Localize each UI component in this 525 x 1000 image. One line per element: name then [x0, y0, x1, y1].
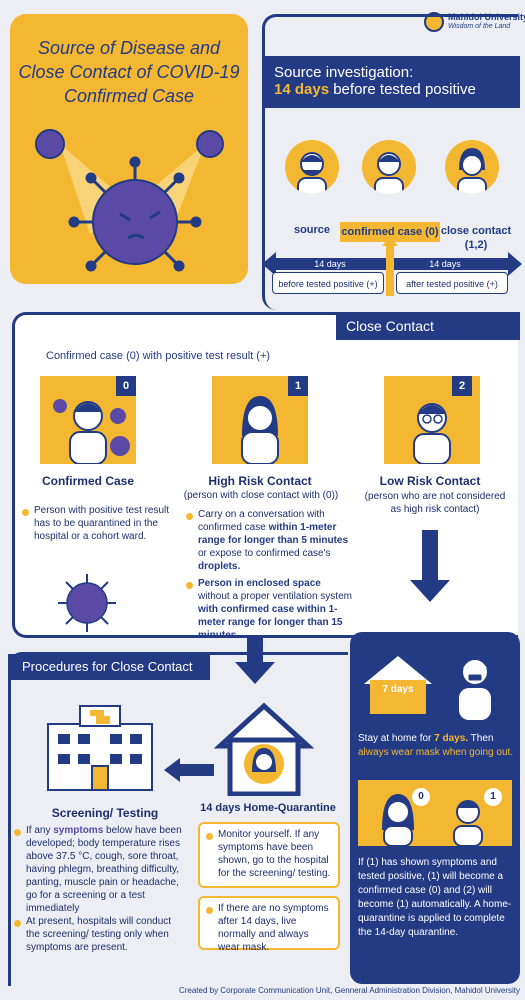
procedure-down-arrow [247, 636, 263, 664]
home-quarantine-icon [214, 702, 314, 796]
label-confirmed-case: confirmed case (0) [340, 222, 440, 242]
card-1-title: High Risk Contact [208, 474, 312, 488]
left-arrow-shaft [178, 764, 214, 776]
timeline-left-arrow-icon [262, 252, 276, 276]
confirmed-up-arrow [386, 244, 394, 296]
timeline-left-days: 14 days [314, 259, 346, 269]
quarantine-title: 14 days Home-Quarantine [200, 802, 336, 814]
timeline-right-text: after tested positive (+) [396, 272, 508, 294]
stay-home-text: Stay at home for 7 days. Then always wea… [358, 733, 514, 758]
seal-icon [424, 12, 444, 32]
avatar-confirmed-case [362, 140, 416, 194]
logo-name: Mahidol University [448, 12, 525, 22]
footer-credit: Created by Corporate Communication Unit,… [178, 986, 520, 995]
card-0-number: 0 [116, 376, 136, 396]
no-symptom-box: If there are no symptoms after 14 days, … [198, 896, 340, 953]
avatar-close-contact [445, 140, 499, 194]
low-risk-down-arrow [422, 530, 438, 582]
source-investigation-frame [262, 14, 518, 310]
university-logo: Mahidol University Wisdom of the Land [424, 10, 525, 36]
confirmed-up-arrow-head-icon [382, 236, 398, 246]
confirmed-case-text: Person with positive test result has to … [22, 504, 172, 543]
low-risk-down-arrow-head-icon [410, 580, 450, 602]
high-risk-bullet-1: Carry on a conversation with confirmed c… [186, 508, 354, 573]
avatar-source [285, 140, 339, 194]
hospital-icon [47, 705, 153, 791]
card-0-title: Confirmed Case [41, 474, 135, 488]
label-close-contact: close contact (1,2) [440, 225, 512, 251]
screening-text: If any symptoms below have been develope… [14, 824, 186, 954]
logo-tagline: Wisdom of the Land [448, 23, 511, 30]
masked-person-icon [459, 660, 491, 720]
close-contact-heading: Close Contact Investigation: [336, 312, 520, 362]
high-risk-bullets: Carry on a conversation with confirmed c… [186, 508, 354, 642]
left-arrow-to-hospital-icon [164, 758, 180, 782]
close-contact-subheading: Confirmed case (0) with positive test re… [46, 350, 271, 362]
card-2-subtitle: (person who are not considered as high r… [364, 491, 506, 515]
card-low-risk-image [384, 376, 480, 465]
screening-title: Screening/ Testing [51, 806, 159, 820]
rule-text: If (1) has shown symptoms and tested pos… [358, 857, 512, 938]
title-card: Source of Disease and Close Contact of C… [10, 14, 248, 284]
source-investigation-heading: Source investigation: 14 days before tes… [262, 56, 520, 108]
card-1-subtitle: (person with close contact with (0)) [183, 490, 339, 501]
badge-left: 0 [412, 788, 430, 806]
virus-illustration [35, 129, 224, 272]
timeline-right-arrow-icon [508, 252, 522, 276]
timeline-left-text: before tested positive (+) [272, 272, 384, 294]
screening-bullet-2: At present, hospitals will conduct the s… [14, 915, 186, 954]
procedures-heading: Procedures for Close Contact [8, 654, 210, 680]
monitor-box: Monitor yourself. If any symptoms have b… [198, 822, 340, 888]
card-2-title: Low Risk Contact [379, 474, 481, 488]
label-source: source [293, 224, 331, 236]
virus-decoration-icon [58, 574, 116, 632]
timeline-right-days: 14 days [429, 259, 461, 269]
procedure-down-arrow-head-icon [235, 662, 275, 684]
card-1-number: 1 [288, 376, 308, 396]
house-icon [364, 656, 432, 714]
badge-right: 1 [484, 788, 502, 806]
screening-bullet-1: If any symptoms below have been develope… [14, 824, 186, 915]
procedures-frame [8, 652, 348, 986]
page-title: Source of Disease and Close Contact of C… [18, 38, 240, 106]
high-risk-bullet-2: Person in enclosed space without a prope… [186, 577, 354, 642]
house-label: 7 days [382, 684, 414, 695]
card-2-number: 2 [452, 376, 472, 396]
